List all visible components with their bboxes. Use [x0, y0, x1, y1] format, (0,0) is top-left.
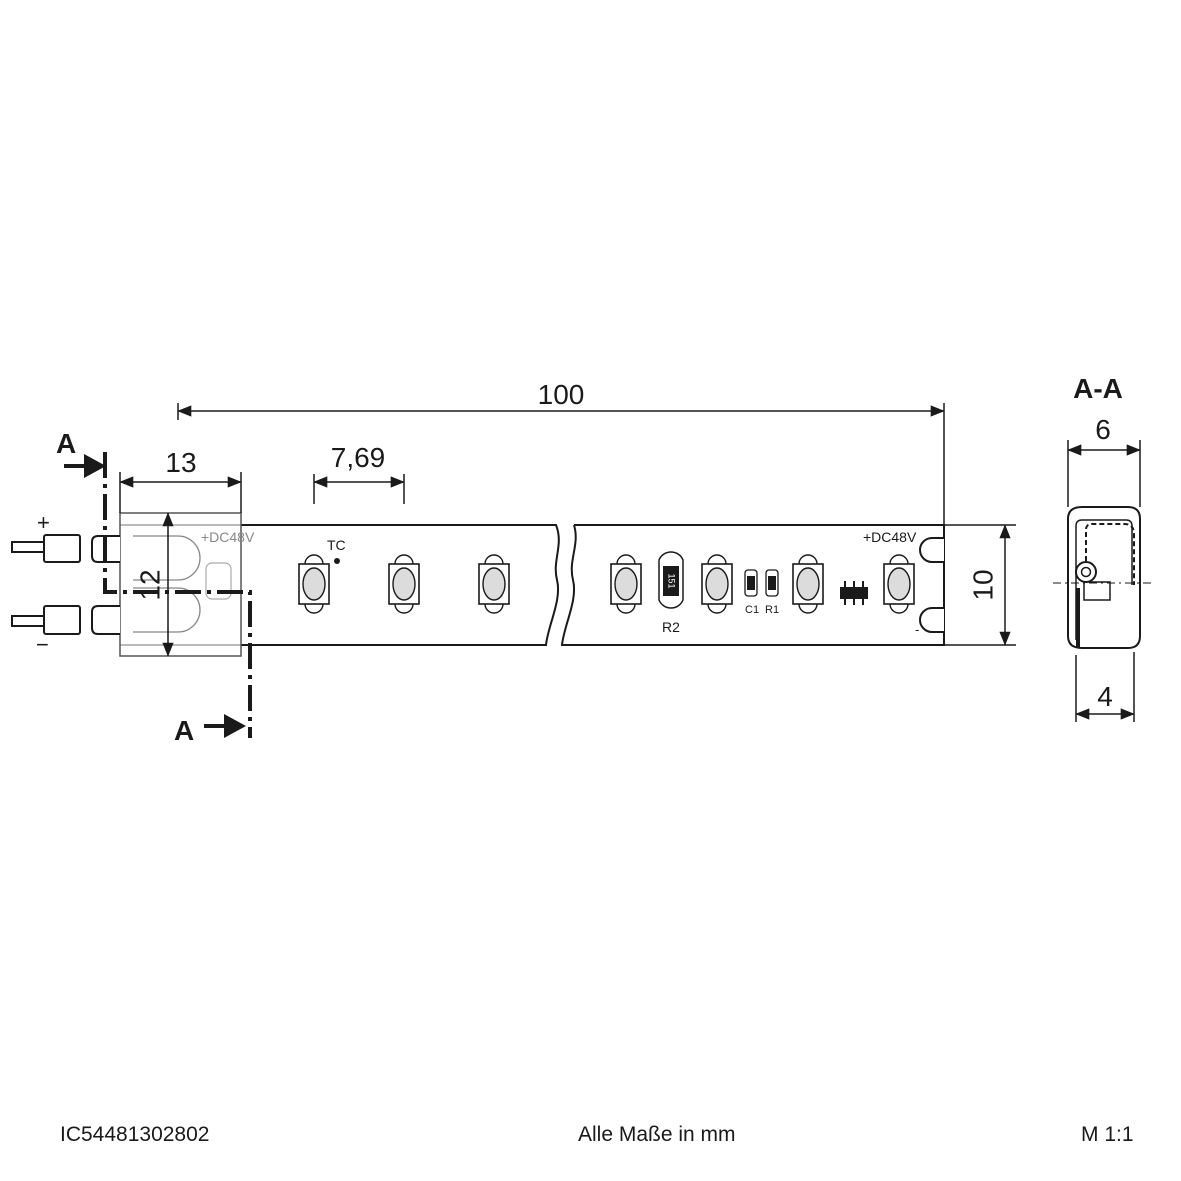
leds: [298, 554, 915, 614]
resistor-r2: 151: [658, 551, 684, 609]
dim-connector-height: 12: [134, 569, 165, 600]
section-label-bottom: A: [174, 715, 194, 746]
strip-outline: [120, 524, 945, 646]
article-number: IC54481302802: [60, 1123, 210, 1146]
wire-minus: [11, 605, 120, 635]
dim-led-pitch: 7,69: [331, 442, 386, 473]
section-arrow-top: [64, 454, 106, 478]
led-1: [298, 554, 330, 614]
section-line: [103, 452, 252, 738]
ic-chip: [840, 581, 868, 605]
resistor-code: 151: [667, 573, 677, 588]
r1-label: R1: [765, 604, 779, 616]
c1-label: C1: [745, 604, 759, 616]
section-view-title: A-A: [1073, 373, 1123, 404]
capacitor-c1: [744, 569, 758, 597]
voltage-label-left: +DC48V: [201, 529, 255, 545]
led-5: [701, 554, 733, 614]
dim-connector-length: 13: [165, 447, 196, 478]
dimension-lines: [119, 403, 1141, 722]
led-4: [610, 554, 642, 614]
section-label-top: A: [56, 428, 76, 459]
dim-section-height: 4: [1097, 681, 1113, 712]
led-7: [883, 554, 915, 614]
section-view: [1053, 506, 1152, 649]
voltage-label-right: +DC48V: [863, 529, 917, 545]
dim-overall-length: 100: [538, 379, 585, 410]
strip-minus-label: -: [915, 622, 919, 637]
cut-mark-dot: [334, 558, 340, 564]
plus-label: +: [37, 510, 50, 535]
minus-label: −: [36, 632, 49, 657]
dim-strip-width: 10: [967, 569, 998, 600]
wire-plus: [11, 534, 120, 563]
units-note: Alle Maße in mm: [578, 1123, 736, 1146]
led-6: [792, 554, 824, 614]
cut-mark-label: TC: [327, 537, 346, 553]
scale-label: M 1:1: [1081, 1123, 1134, 1146]
resistor-r1: [765, 569, 779, 597]
solder-pads: [919, 537, 944, 633]
connector-cap: [119, 512, 242, 657]
led-3: [478, 554, 510, 614]
dim-section-width: 6: [1095, 414, 1111, 445]
led-2: [388, 554, 420, 614]
r2-label: R2: [662, 619, 680, 635]
section-arrow-bottom: [204, 714, 246, 738]
